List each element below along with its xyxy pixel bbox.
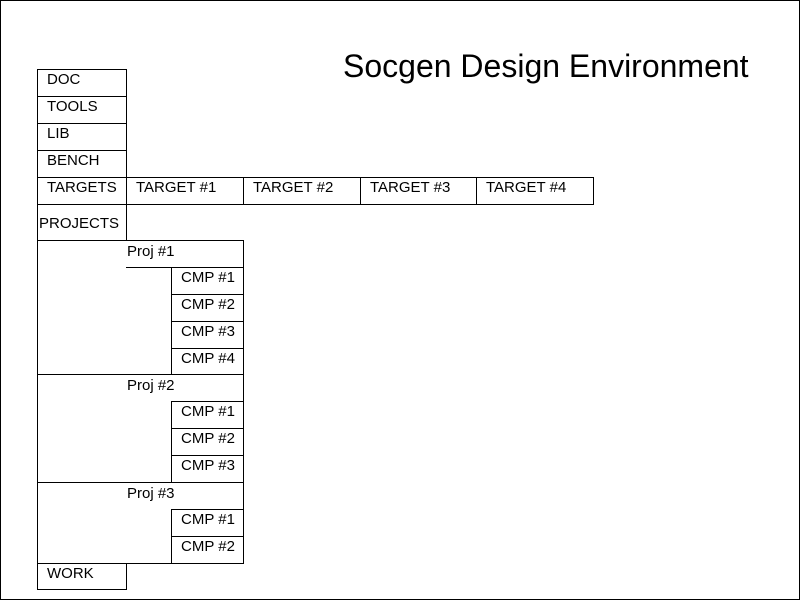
menu-item-tools-label: TOOLS (47, 98, 98, 115)
component-label: CMP #3 (181, 457, 235, 474)
target-item-3[interactable]: TARGET #3 (360, 177, 477, 205)
component-label: CMP #1 (181, 511, 235, 528)
component-item[interactable]: CMP #3 (171, 321, 244, 349)
component-label: CMP #1 (181, 403, 235, 420)
page-title: Socgen Design Environment (343, 48, 749, 84)
target-item-label: TARGET #3 (370, 179, 451, 196)
target-item-label: TARGET #2 (253, 179, 334, 196)
component-item[interactable]: CMP #1 (171, 401, 244, 429)
menu-item-bench[interactable]: BENCH (37, 150, 127, 178)
menu-item-bench-label: BENCH (47, 152, 100, 169)
component-label: CMP #4 (181, 350, 235, 367)
project-label-2: Proj #2 (127, 377, 175, 394)
project-header-line-1 (126, 240, 244, 268)
menu-item-projects-label: PROJECTS (39, 215, 120, 232)
component-item[interactable]: CMP #2 (171, 294, 244, 322)
target-item-label: TARGET #1 (136, 179, 217, 196)
project-label-3: Proj #3 (127, 485, 175, 502)
menu-item-targets-label: TARGETS (47, 179, 117, 196)
menu-item-lib-label: LIB (47, 125, 70, 142)
menu-item-doc[interactable]: DOC (37, 69, 127, 97)
menu-item-doc-label: DOC (47, 71, 81, 88)
component-item[interactable]: CMP #2 (171, 536, 244, 564)
component-item[interactable]: CMP #3 (171, 455, 244, 483)
target-item-1[interactable]: TARGET #1 (126, 177, 244, 205)
component-label: CMP #2 (181, 538, 235, 555)
target-item-label: TARGET #4 (486, 179, 567, 196)
component-item[interactable]: CMP #4 (171, 348, 244, 375)
menu-item-work[interactable]: WORK (37, 563, 127, 590)
menu-item-projects[interactable]: PROJECTS (37, 204, 127, 241)
target-item-2[interactable]: TARGET #2 (243, 177, 361, 205)
target-item-4[interactable]: TARGET #4 (476, 177, 594, 205)
component-item[interactable]: CMP #1 (171, 509, 244, 537)
component-item[interactable]: CMP #2 (171, 428, 244, 456)
menu-item-lib[interactable]: LIB (37, 123, 127, 151)
menu-item-work-label: WORK (47, 565, 94, 582)
component-label: CMP #1 (181, 269, 235, 286)
component-label: CMP #2 (181, 430, 235, 447)
component-label: CMP #3 (181, 323, 235, 340)
project-label-1: Proj #1 (127, 243, 175, 260)
component-label: CMP #2 (181, 296, 235, 313)
menu-item-targets[interactable]: TARGETS (37, 177, 127, 205)
menu-item-tools[interactable]: TOOLS (37, 96, 127, 124)
component-item[interactable]: CMP #1 (171, 267, 244, 295)
